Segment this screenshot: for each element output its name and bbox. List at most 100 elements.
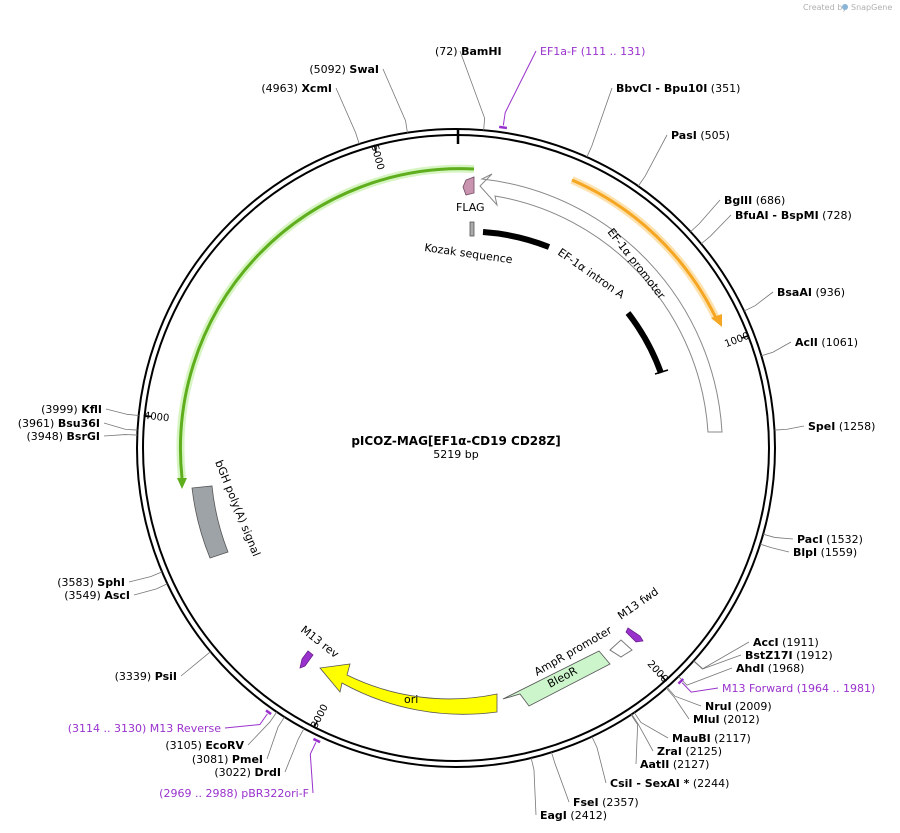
primer-leader-m13-reverse <box>224 713 268 729</box>
m13-rev-arrow[interactable] <box>299 650 314 669</box>
site-leader-zrai <box>631 714 654 752</box>
site-name-eagi: EagI <box>540 809 567 822</box>
bgh-polya-signal-block[interactable] <box>191 485 229 559</box>
primer-m13-reverse[interactable]: (3114 .. 3130) M13 Reverse <box>68 709 272 735</box>
site-label-xcmi: (4963) XcmI <box>261 82 332 95</box>
site-asci[interactable]: (3549) AscI <box>64 583 168 602</box>
ori-label: ori <box>404 693 418 706</box>
site-leader-drdi <box>284 728 305 773</box>
site-name-bstz17i: BstZ17I <box>745 649 793 662</box>
m13-fwd-arrow[interactable] <box>625 627 644 643</box>
site-pasi[interactable]: PasI (505) <box>637 129 730 187</box>
site-label-pmei: (3081) PmeI <box>192 753 263 766</box>
site-blpi[interactable]: BlpI (1559) <box>760 543 857 559</box>
site-acli[interactable]: AclI (1061) <box>761 336 858 357</box>
site-name-acli: AclI <box>795 336 818 349</box>
site-bbvci[interactable]: BbvCI - Bpu10I (351) <box>586 82 741 158</box>
tick-label-1000: 1000 <box>723 331 751 350</box>
kozak-sequence-mark[interactable] <box>469 221 475 237</box>
site-name-ahdi: AhdI <box>736 662 764 675</box>
site-label-maubi: MauBI (2117) <box>672 732 751 745</box>
site-ecorv[interactable]: (3105) EcoRV <box>165 711 278 752</box>
flag-tag-arrow[interactable] <box>462 176 475 196</box>
bleor-arrow[interactable] <box>502 650 611 707</box>
site-coord-ahdi: (1968) <box>764 662 804 675</box>
ef1a-intron-a-label: EF-1α intron A <box>555 246 627 302</box>
ef1a-promoter-arrow[interactable] <box>479 173 723 433</box>
site-eagi[interactable]: EagI (2412) <box>530 757 607 822</box>
cd19-cds-arrowhead <box>711 314 722 327</box>
site-ahdi[interactable]: AhdI (1968) <box>678 662 805 686</box>
site-name-fsei: FseI <box>573 796 599 809</box>
cd19-cds-arrow[interactable] <box>571 178 718 319</box>
site-bsrgi[interactable]: (3948) BsrGI <box>26 430 138 443</box>
plasmid-title: pICOZ-MAG[EF1α-CD19 CD28Z] 5219 bp <box>351 434 560 461</box>
site-kfli[interactable]: (3999) KflI <box>41 403 139 416</box>
site-xcmi[interactable]: (4963) XcmI <box>261 82 360 145</box>
site-bglii[interactable]: BglII (686) <box>690 194 786 233</box>
site-label-bfuai: BfuAI - BspMI (728) <box>735 209 852 222</box>
backbone <box>136 128 776 768</box>
primer-bind-m13-forward <box>677 678 685 685</box>
site-label-nrui: NruI (2009) <box>705 700 772 713</box>
site-paci[interactable]: PacI (1532) <box>763 533 863 546</box>
site-label-acli: AclI (1061) <box>795 336 858 349</box>
site-coord-bsaai: (936) <box>812 286 845 299</box>
site-name-mlui: MluI <box>693 713 720 726</box>
site-label-sphi: (3583) SphI <box>57 576 125 589</box>
site-bsu36i[interactable]: (3961) Bsu36I <box>18 417 138 431</box>
site-leader-maubi <box>633 712 669 739</box>
car-cds-arrow[interactable] <box>178 167 475 479</box>
site-name-zrai: ZraI <box>657 745 682 758</box>
site-spei[interactable]: SpeI (1258) <box>774 420 875 433</box>
site-coord-spei: (1258) <box>835 420 875 433</box>
restriction-sites: (72) BamHI BbvCI - Bpu10I (351)PasI (505)… <box>18 45 876 822</box>
site-mlui[interactable]: MluI (2012) <box>665 687 760 726</box>
site-coord-pasi: (505) <box>697 129 730 142</box>
site-leader-eagi <box>530 757 537 816</box>
site-nrui[interactable]: NruI (2009) <box>666 686 772 713</box>
ampr-promoter-arrow[interactable] <box>609 639 633 658</box>
site-aatii[interactable]: AatII (2127) <box>630 714 709 771</box>
site-zrai[interactable]: ZraI (2125) <box>631 714 722 758</box>
site-leader-paci <box>763 533 794 540</box>
site-coord-pmei: (3081) <box>192 753 232 766</box>
site-fsei[interactable]: FseI (2357) <box>551 752 639 809</box>
site-leader-bstz17i <box>693 654 742 670</box>
site-swai[interactable]: (5092) SwaI <box>309 63 408 133</box>
site-label-bsaai: BsaAI (936) <box>777 286 845 299</box>
site-pmei[interactable]: (3081) PmeI <box>192 716 285 766</box>
ori-arrow[interactable] <box>319 663 498 715</box>
site-psii[interactable]: (3339) PsiI <box>115 651 211 683</box>
site-bstz17i[interactable]: BstZ17I (1912) <box>693 649 833 670</box>
site-coord-bglii: (686) <box>752 194 785 207</box>
ef1a-intron-a-segment-2[interactable] <box>625 311 664 375</box>
site-leader-kfli <box>105 408 139 416</box>
flag-label: FLAG <box>456 201 485 214</box>
site-name-bbvci: BbvCI - Bpu10I <box>616 82 707 95</box>
primer-pbr322ori-f[interactable]: (2969 .. 2988) pBR322ori-F <box>159 737 321 800</box>
site-drdi[interactable]: (3022) DrdI <box>214 728 305 779</box>
site-bfuai[interactable]: BfuAI - BspMI (728) <box>700 209 852 245</box>
m13-fwd-label: M13 fwd <box>615 585 661 622</box>
site-leader-fsei <box>551 752 570 803</box>
primer-m13-forward[interactable]: M13 Forward (1964 .. 1981) <box>677 678 875 695</box>
site-sphi[interactable]: (3583) SphI <box>57 571 163 589</box>
site-coord-asci: (3549) <box>64 589 104 602</box>
primer-leader-m13-forward <box>681 682 719 693</box>
site-name-asci: AscI <box>104 589 130 602</box>
site-maubi[interactable]: MauBI (2117) <box>633 712 751 745</box>
site-name-bamhi: BamHI <box>461 45 502 58</box>
site-label-paci: PacI (1532) <box>797 533 863 546</box>
ef1a-intron-a-segment-1[interactable] <box>482 229 551 250</box>
site-coord-bstz17i: (1912) <box>793 649 833 662</box>
primer-ef1a-f[interactable]: EF1a-F (111 .. 131) <box>498 45 645 130</box>
site-coord-eagi: (2412) <box>567 809 607 822</box>
tick-mark-3000 <box>313 720 319 729</box>
car-cds-arrowhead <box>177 478 187 489</box>
tick-mark-4000 <box>143 414 152 418</box>
site-bsaai[interactable]: BsaAI (936) <box>743 286 845 312</box>
site-csii[interactable]: CsiI - SexAI * (2244) <box>591 736 730 790</box>
site-bamhi[interactable]: (72) BamHI <box>435 45 502 131</box>
site-leader-psii <box>180 651 211 677</box>
